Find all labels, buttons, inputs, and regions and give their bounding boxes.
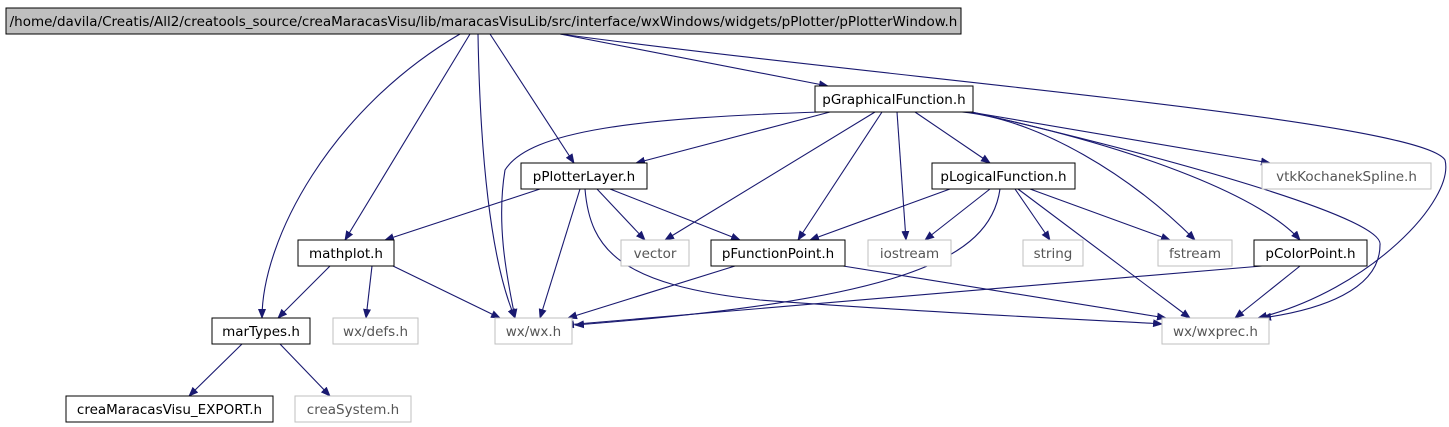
node-label: pColorPoint.h (1265, 246, 1355, 262)
node-box (1161, 317, 1270, 345)
edges-layer (188, 33, 1447, 397)
edge-pFunctionPoint-to-wxprec (842, 265, 1167, 321)
node-box (710, 239, 846, 267)
node-label: mathplot.h (309, 246, 383, 262)
edge-pGraphicalFunction-to-wxwx (501, 111, 821, 319)
node-label: wx/wxprec.h (1173, 324, 1258, 340)
edge-pGraphicalFunction-to-pPlotterLayer (635, 111, 831, 165)
edge-pLogicalFunction-to-pFunctionPoint (809, 188, 951, 241)
node-label: fstream (1169, 246, 1221, 262)
node-root[interactable]: /home/davila/Creatis/All2/creatools_sour… (5, 7, 962, 35)
node-pColorPoint[interactable]: pColorPoint.h (1253, 239, 1368, 267)
node-box (931, 162, 1076, 190)
node-wxdefs: wx/defs.h (332, 317, 419, 345)
edge-pGraphicalFunction-to-vector (664, 111, 876, 241)
edge-pPlotterLayer-to-mathplot (384, 188, 541, 241)
edge-mathplot-to-wxwx (392, 265, 501, 319)
node-pPlotterLayer[interactable]: pPlotterLayer.h (520, 162, 648, 190)
node-creaSystem: creaSystem.h (294, 395, 412, 423)
edge-root-to-mathplot (344, 33, 471, 241)
node-label: wx/defs.h (343, 324, 408, 340)
node-fstream: fstream (1157, 239, 1233, 267)
node-pGraphicalFunction[interactable]: pGraphicalFunction.h (814, 85, 974, 113)
edge-pLogicalFunction-to-iostream (924, 188, 991, 241)
node-wxprec: wx/wxprec.h (1161, 317, 1270, 345)
edge-root-to-wxprec (559, 33, 1447, 320)
edge-pPlotterLayer-to-pFunctionPoint (609, 188, 741, 241)
node-vector: vector (620, 239, 690, 267)
node-box (65, 395, 274, 423)
node-box (867, 239, 952, 267)
edge-root-to-pGraphicalFunction (559, 33, 829, 89)
edge-pGraphicalFunction-to-wxprec (971, 111, 1381, 321)
node-box (1261, 162, 1432, 190)
node-box (620, 239, 690, 267)
edge-pPlotterLayer-to-wxwx (538, 188, 581, 319)
edge-pGraphicalFunction-to-vtkKochanekSpline (969, 111, 1271, 166)
node-mathplot[interactable]: mathplot.h (297, 239, 395, 267)
node-box (294, 395, 412, 423)
edge-pFunctionPoint-to-wxwx (567, 265, 736, 320)
node-box (814, 85, 974, 113)
node-label: string (1034, 246, 1073, 262)
edge-pLogicalFunction-to-string (1014, 188, 1051, 241)
node-label: vector (634, 246, 677, 262)
node-label: /home/davila/Creatis/All2/creatools_sour… (10, 14, 958, 30)
edge-marTypes-to-creaSystem (279, 343, 331, 397)
node-marTypes[interactable]: marTypes.h (211, 317, 311, 345)
edge-pGraphicalFunction-to-pLogicalFunction (914, 111, 991, 164)
node-box (494, 317, 573, 345)
node-label: wx/wx.h (506, 324, 561, 340)
node-pFunctionPoint[interactable]: pFunctionPoint.h (710, 239, 846, 267)
edge-root-to-pPlotterLayer (489, 33, 575, 164)
node-label: vtkKochanekSpline.h (1276, 169, 1417, 185)
node-box (520, 162, 648, 190)
node-box (5, 7, 962, 35)
node-label: marTypes.h (222, 324, 300, 340)
node-box (211, 317, 311, 345)
edge-pGraphicalFunction-to-iostream (896, 111, 910, 241)
node-box (1253, 239, 1368, 267)
node-EXPORT[interactable]: creaMaracasVisu_EXPORT.h (65, 395, 274, 423)
node-label: pGraphicalFunction.h (822, 92, 965, 108)
node-box (332, 317, 419, 345)
edge-root-to-marTypes (258, 33, 461, 319)
edge-pColorPoint-to-wxwx (564, 265, 1263, 329)
node-box (1022, 239, 1084, 267)
edge-pGraphicalFunction-to-pFunctionPoint (797, 111, 883, 241)
edge-pColorPoint-to-wxprec (1234, 265, 1301, 319)
node-iostream: iostream (867, 239, 952, 267)
edge-pLogicalFunction-to-fstream (1029, 188, 1171, 241)
node-label: pPlotterLayer.h (533, 169, 635, 185)
node-label: pFunctionPoint.h (722, 246, 834, 262)
node-pLogicalFunction[interactable]: pLogicalFunction.h (931, 162, 1076, 190)
edge-mathplot-to-marTypes (277, 265, 331, 319)
node-vtkKochanekSpline: vtkKochanekSpline.h (1261, 162, 1432, 190)
edge-pPlotterLayer-to-vector (596, 188, 646, 241)
node-box (1157, 239, 1233, 267)
node-box (297, 239, 395, 267)
node-wxwx: wx/wx.h (494, 317, 573, 345)
edge-pLogicalFunction-to-wxprec (1017, 188, 1191, 319)
edge-pPlotterLayer-to-wxprec (584, 188, 1163, 328)
node-label: creaMaracasVisu_EXPORT.h (77, 402, 262, 418)
edge-mathplot-to-wxdefs (363, 265, 373, 319)
edge-marTypes-to-EXPORT (188, 343, 243, 397)
nodes-layer: /home/davila/Creatis/All2/creatools_sour… (5, 7, 1432, 423)
node-label: iostream (880, 246, 939, 262)
node-string: string (1022, 239, 1084, 267)
node-label: pLogicalFunction.h (940, 169, 1066, 185)
node-label: creaSystem.h (307, 402, 399, 418)
edge-root-to-wxwx (477, 33, 516, 319)
